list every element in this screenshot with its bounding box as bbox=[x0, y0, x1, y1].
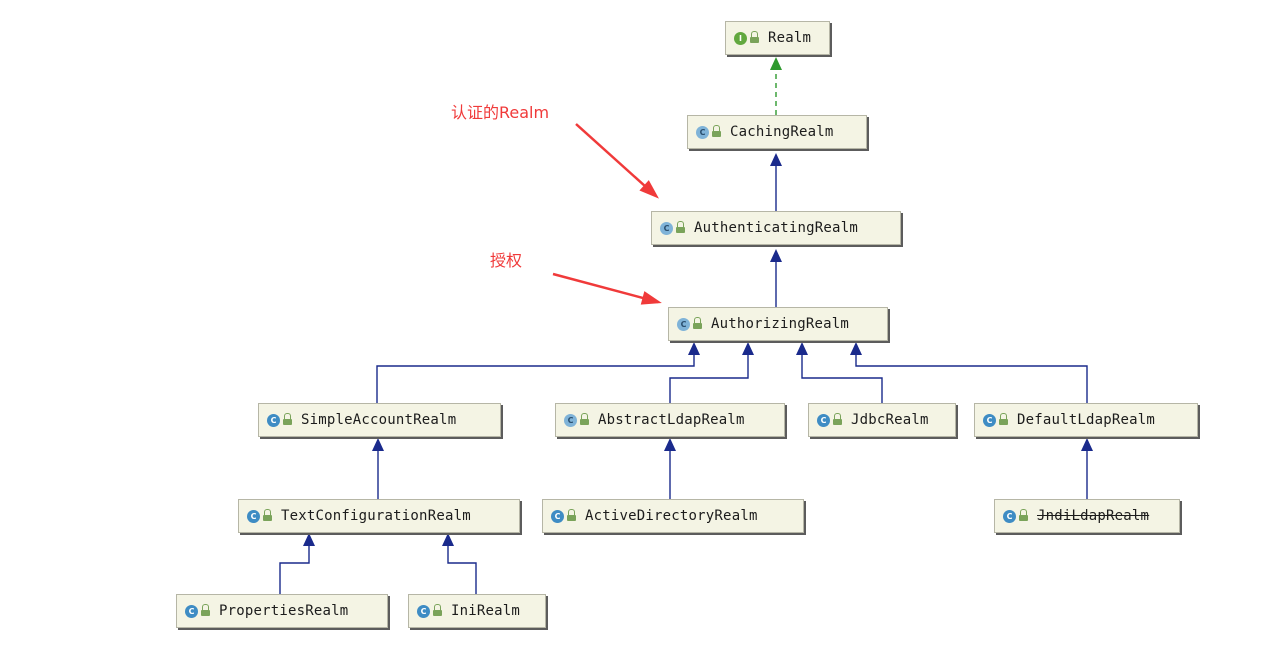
abstract-class-icon: C bbox=[677, 317, 690, 331]
class-icon: C bbox=[817, 413, 830, 427]
node-label: AuthenticatingRealm bbox=[694, 220, 858, 236]
node-default-ldap-realm[interactable]: C DefaultLdapRealm bbox=[974, 403, 1198, 437]
class-icon: C bbox=[267, 413, 280, 427]
node-jndi-ldap-realm[interactable]: C JndiLdapRealm bbox=[994, 499, 1180, 533]
node-authorizing-realm[interactable]: C AuthorizingRealm bbox=[668, 307, 888, 341]
extends-arrowhead bbox=[303, 533, 315, 546]
node-label: TextConfigurationRealm bbox=[281, 508, 471, 524]
extends-arrowhead bbox=[442, 533, 454, 546]
node-label: JdbcRealm bbox=[851, 412, 929, 428]
extends-arrowhead bbox=[372, 438, 384, 451]
interface-icon: I bbox=[734, 31, 747, 45]
node-realm[interactable]: I Realm bbox=[725, 21, 830, 55]
node-label: DefaultLdapRealm bbox=[1017, 412, 1156, 428]
lock-icon bbox=[833, 413, 842, 425]
node-properties-realm[interactable]: C PropertiesRealm bbox=[176, 594, 388, 628]
annotation-authorization: 授权 bbox=[490, 251, 523, 270]
lock-icon bbox=[433, 604, 442, 616]
node-caching-realm[interactable]: C CachingRealm bbox=[687, 115, 867, 149]
extends-arrowhead bbox=[688, 342, 700, 355]
lock-icon bbox=[283, 413, 292, 425]
lock-icon bbox=[693, 317, 702, 329]
node-label: SimpleAccountRealm bbox=[301, 412, 457, 428]
node-jdbc-realm[interactable]: C JdbcRealm bbox=[808, 403, 956, 437]
extends-connector bbox=[376, 355, 695, 403]
node-label: Realm bbox=[768, 30, 812, 46]
extends-connector bbox=[801, 355, 883, 403]
node-simple-account-realm[interactable]: C SimpleAccountRealm bbox=[258, 403, 501, 437]
abstract-class-icon: C bbox=[696, 125, 709, 139]
lock-icon bbox=[999, 413, 1008, 425]
extends-connector bbox=[669, 355, 749, 403]
node-label: JndiLdapRealm bbox=[1037, 508, 1150, 524]
node-ini-realm[interactable]: C IniRealm bbox=[408, 594, 546, 628]
abstract-class-icon: C bbox=[660, 221, 673, 235]
node-active-directory-realm[interactable]: C ActiveDirectoryRealm bbox=[542, 499, 804, 533]
node-abstract-ldap-realm[interactable]: C AbstractLdapRealm bbox=[555, 403, 785, 437]
abstract-class-icon: C bbox=[564, 413, 577, 427]
extends-connector bbox=[279, 546, 310, 594]
class-icon: C bbox=[247, 509, 260, 523]
extends-arrowhead bbox=[850, 342, 862, 355]
annotation-arrow-authentication-head bbox=[639, 180, 659, 199]
node-label: IniRealm bbox=[451, 603, 521, 619]
extends-arrowhead bbox=[664, 438, 676, 451]
annotation-authentication: 认证的Realm bbox=[451, 103, 550, 122]
extends-arrowhead bbox=[742, 342, 754, 355]
node-label: AuthorizingRealm bbox=[711, 316, 850, 332]
class-icon: C bbox=[983, 413, 996, 427]
class-icon: C bbox=[417, 604, 430, 618]
node-text-configuration-realm[interactable]: C TextConfigurationRealm bbox=[238, 499, 520, 533]
class-icon: C bbox=[185, 604, 198, 618]
annotation-arrow-authorization-head bbox=[640, 291, 662, 305]
node-label: PropertiesRealm bbox=[219, 603, 349, 619]
extends-connector bbox=[855, 355, 1088, 403]
annotation-arrow-authorization bbox=[552, 272, 659, 304]
lock-icon bbox=[263, 509, 272, 521]
node-label: ActiveDirectoryRealm bbox=[585, 508, 758, 524]
lock-icon bbox=[1019, 509, 1028, 521]
node-label: AbstractLdapRealm bbox=[598, 412, 745, 428]
lock-icon bbox=[712, 125, 721, 137]
extends-arrowhead bbox=[770, 249, 782, 262]
lock-icon bbox=[567, 509, 576, 521]
class-icon: C bbox=[1003, 509, 1016, 523]
class-icon: C bbox=[551, 509, 564, 523]
lock-icon bbox=[750, 31, 759, 43]
implements-arrowhead bbox=[770, 57, 782, 70]
annotation-arrow-authentication bbox=[575, 123, 657, 197]
lock-icon bbox=[580, 413, 589, 425]
node-label: CachingRealm bbox=[730, 124, 834, 140]
extends-arrowhead bbox=[1081, 438, 1093, 451]
lock-icon bbox=[201, 604, 210, 616]
lock-icon bbox=[676, 221, 685, 233]
extends-arrowhead bbox=[770, 153, 782, 166]
node-authenticating-realm[interactable]: C AuthenticatingRealm bbox=[651, 211, 901, 245]
extends-arrowhead bbox=[796, 342, 808, 355]
extends-connector bbox=[447, 546, 477, 594]
